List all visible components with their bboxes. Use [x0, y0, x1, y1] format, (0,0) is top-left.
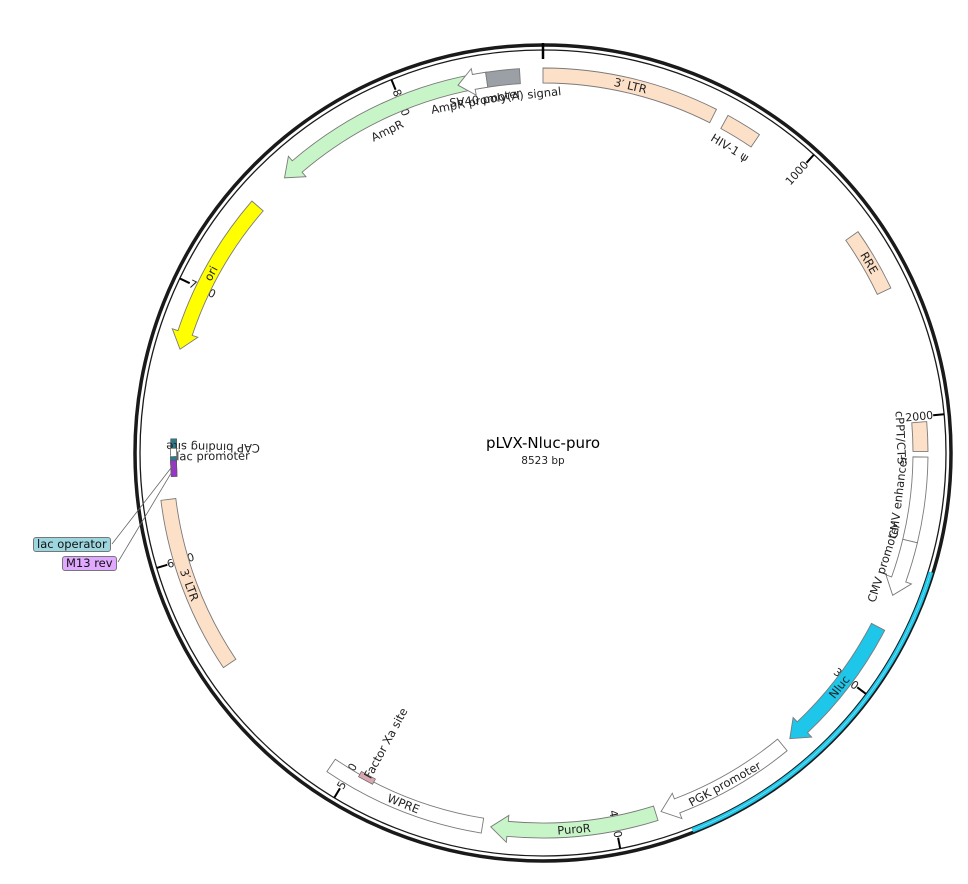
- plasmid-length: 8523 bp: [521, 455, 565, 467]
- feature-factor-xa-site[interactable]: [358, 771, 376, 785]
- feature-nluc[interactable]: [789, 622, 886, 740]
- feature-label-cppt-cts: cPPT/CTS: [893, 411, 909, 465]
- tick-1000: [805, 153, 815, 164]
- feature-cmv-promoter[interactable]: [885, 538, 918, 596]
- tick-7000: [179, 277, 191, 285]
- backbone-circle: [133, 43, 953, 863]
- feature-label-3-ltr-2: 3′ LTR: [177, 567, 202, 603]
- feature-3-ltr-2[interactable]: [160, 498, 237, 669]
- feature-label-ori: ori: [201, 263, 220, 283]
- feature-ori[interactable]: [171, 200, 264, 350]
- feature-pgk-promoter[interactable]: [660, 738, 788, 820]
- highlight-arc-line-1: [691, 571, 931, 831]
- tick-label-2000: 2000: [905, 409, 934, 425]
- backbone-inner: [139, 49, 947, 857]
- feature-cppt-cts[interactable]: [911, 421, 929, 452]
- tag-lac-operator: lac operator: [33, 537, 111, 552]
- tick-6000: [156, 563, 168, 569]
- highlight-arc: [691, 571, 934, 833]
- feature-label-wpre: WPRE: [385, 791, 421, 816]
- feature-sv40-poly-a-signal[interactable]: [485, 68, 521, 88]
- feature-3-ltr[interactable]: [542, 67, 718, 124]
- tick-4000: [617, 837, 622, 849]
- tick-2000: [933, 413, 945, 417]
- tick-5000: [333, 787, 341, 799]
- feature-wpre[interactable]: [326, 758, 485, 834]
- feature-puror[interactable]: [489, 805, 659, 844]
- m13-rev-leader: [117, 468, 175, 563]
- tick-3000: [856, 686, 867, 695]
- tag-m13-rev: M13 rev: [62, 556, 117, 571]
- highlight-arc-line-0: [692, 572, 934, 833]
- feature-label-cap-binding-site: CAP binding site: [166, 440, 260, 456]
- plasmid-name: pLVX-Nluc-puro: [486, 434, 600, 452]
- lac-operator-leader: [111, 464, 174, 545]
- feature-label-lac-promoter: lac promoter: [176, 449, 250, 464]
- feature-hiv-1-psi[interactable]: [720, 114, 761, 148]
- feature-label-puror: PuroR: [557, 821, 592, 838]
- feature-label-factor-xa-site: Factor Xa site: [361, 705, 411, 780]
- feature-rre[interactable]: [845, 231, 892, 296]
- tick-8000: [390, 79, 397, 91]
